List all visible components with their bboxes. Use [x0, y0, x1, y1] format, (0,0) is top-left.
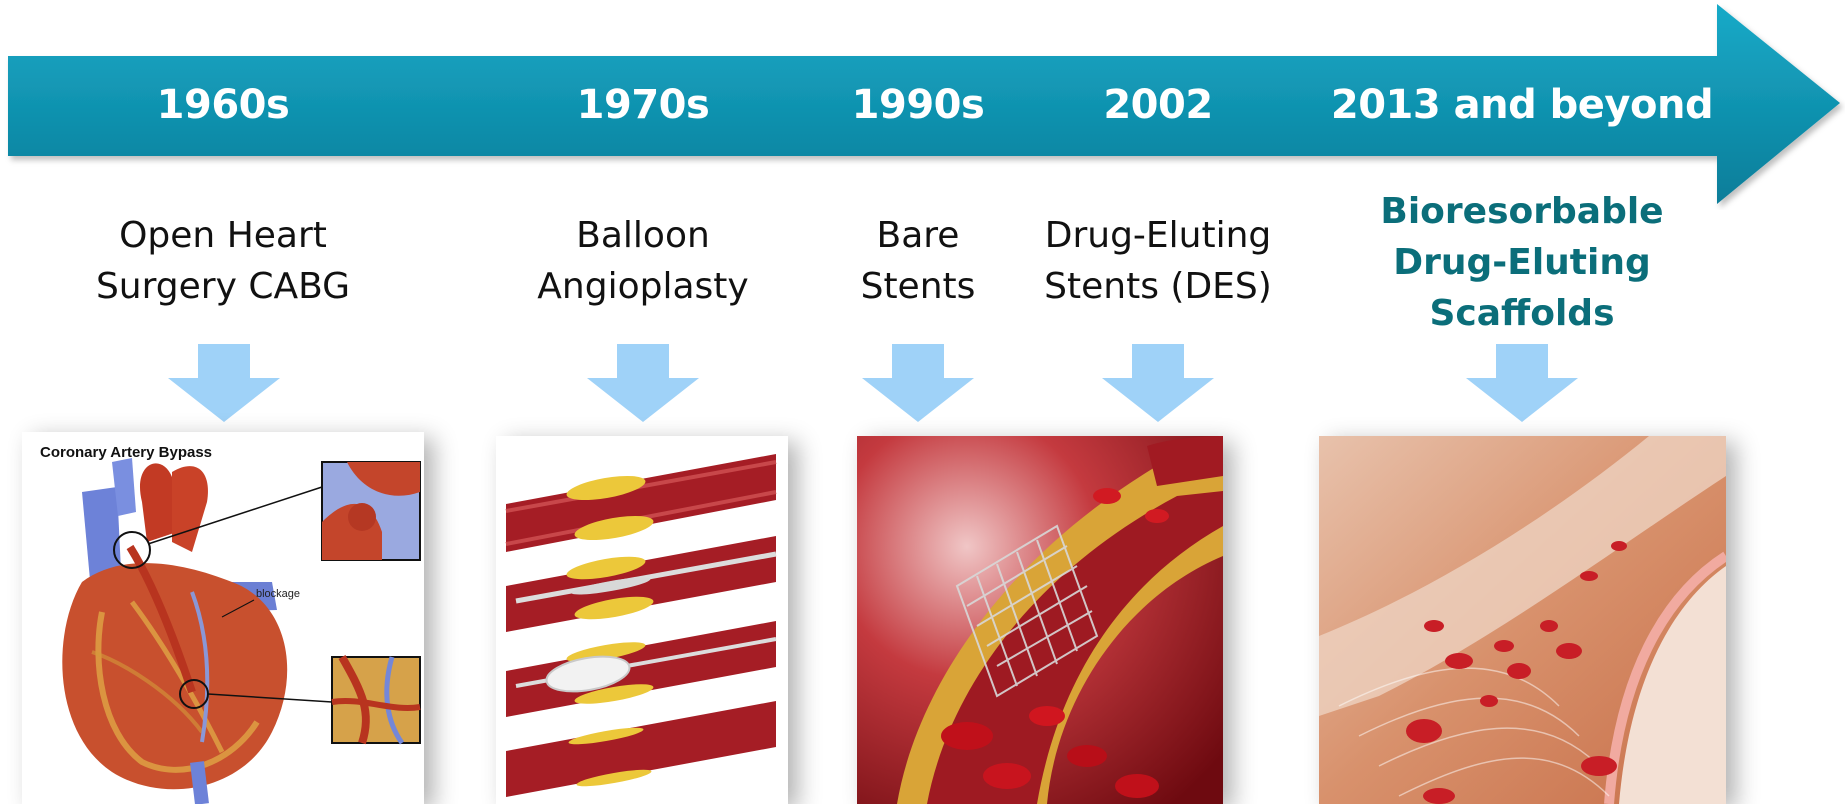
- down-arrow-icon: [862, 344, 974, 422]
- down-arrow-icon: [1102, 344, 1214, 422]
- down-arrow-icon: [168, 344, 280, 422]
- era-description-1960s: Open Heart Surgery CABG: [58, 210, 388, 312]
- down-arrow-icon: [1466, 344, 1578, 422]
- down-arrow-icon: [587, 344, 699, 422]
- era-description-2002: Drug-Eluting Stents (DES): [993, 210, 1323, 312]
- description-line: Drug-Eluting: [993, 210, 1323, 261]
- balloon-angioplasty-panel: [496, 436, 788, 804]
- heart-illustration: [22, 432, 424, 804]
- description-line: Stents (DES): [993, 261, 1323, 312]
- stent-illustration-panel: [857, 436, 1223, 804]
- scaffold-illustration: [1319, 436, 1726, 804]
- era-year-2002: 2002: [1008, 82, 1308, 128]
- description-line: Scaffolds: [1357, 288, 1687, 339]
- description-line: Surgery CABG: [58, 261, 388, 312]
- description-line: Bioresorbable: [1357, 186, 1687, 237]
- description-line: Drug-Eluting: [1357, 237, 1687, 288]
- era-description-2013-beyond: Bioresorbable Drug-Eluting Scaffolds: [1357, 186, 1687, 339]
- era-year-1970s: 1970s: [493, 82, 793, 128]
- blockage-label: blockage: [256, 588, 300, 600]
- era-year-1960s: 1960s: [73, 82, 373, 128]
- stent-illustration: [857, 436, 1223, 804]
- bioresorbable-scaffold-panel: [1319, 436, 1726, 804]
- description-line: Open Heart: [58, 210, 388, 261]
- cabg-illustration-panel: Coronary Artery Bypass blockage: [22, 432, 424, 804]
- era-year-2013-beyond: 2013 and beyond: [1322, 82, 1722, 128]
- angioplasty-illustration: [496, 436, 788, 804]
